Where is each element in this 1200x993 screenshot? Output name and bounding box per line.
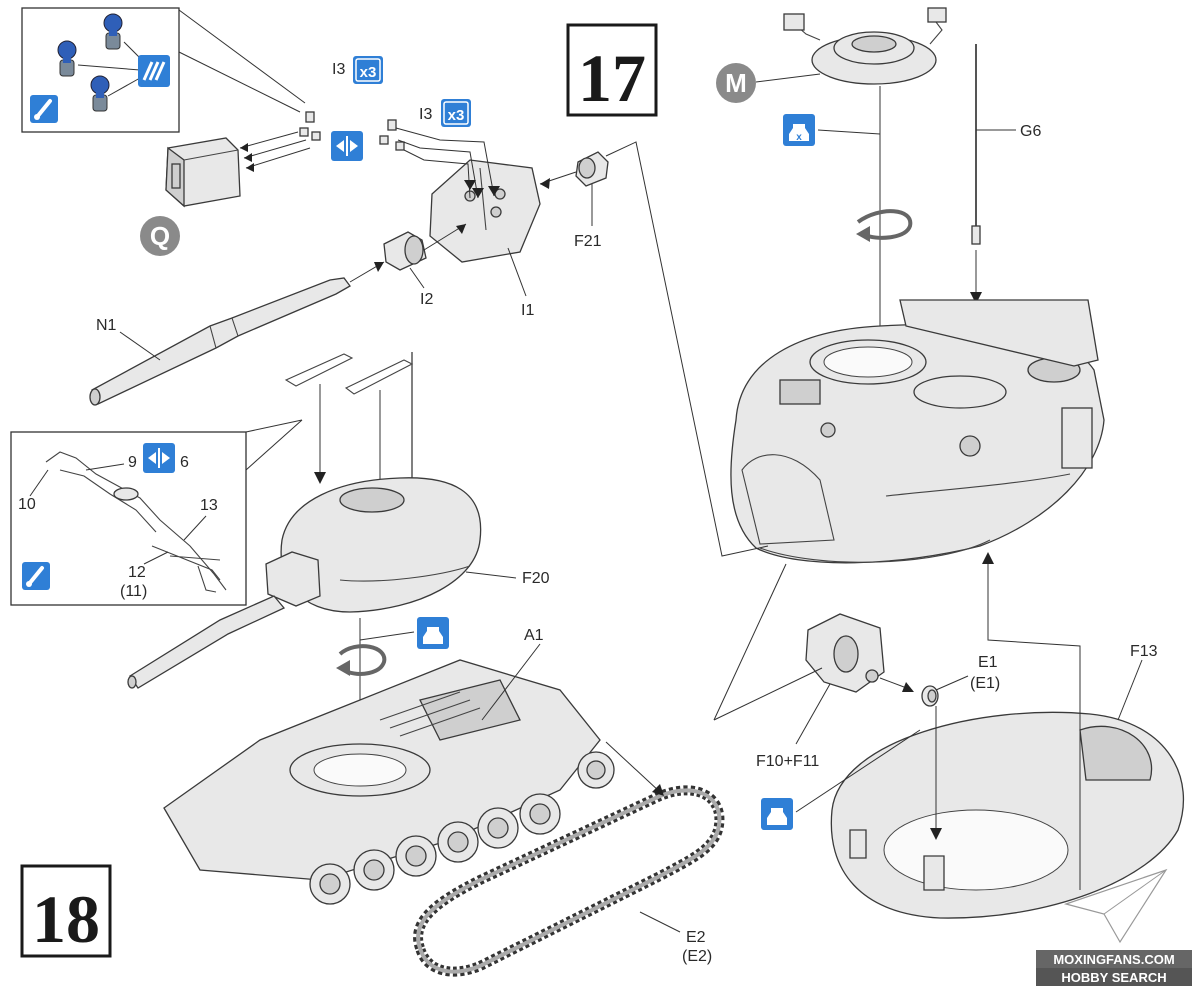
turret-body [730,299,1105,564]
part-a1-hull [163,659,601,881]
part-m-cupola [783,7,947,85]
label-e1: E1 [978,654,998,671]
circle-q-letter: Q [150,221,170,251]
label-inset-10: 10 [18,496,36,513]
label-g6: G6 [1020,123,1041,140]
part-i3-small [299,111,405,151]
part-e1 [921,685,939,707]
label-n1: N1 [96,317,117,334]
watermark-line1: MOXINGFANS.COM [1053,952,1174,967]
step-17-number: 17 [578,40,646,116]
part-q-mantlet [165,137,241,208]
label-f20: F20 [522,570,550,587]
road-wheels [309,751,615,905]
glue-icon: x [783,114,815,146]
label-a1: A1 [524,627,544,644]
inset-mg-parts: 9 6 10 13 12 (11) [10,419,303,606]
label-e2-alt: (E2) [682,948,712,965]
circle-m: M [716,63,756,103]
arrows-to-q [239,131,311,172]
label-f21: F21 [574,233,602,250]
part-g6-antenna [971,44,981,245]
part-f21 [575,151,609,187]
circle-q: Q [140,216,180,256]
label-inset-11: (11) [120,583,147,600]
step-18-number: 18 [32,881,100,957]
times3-icon: x3 [353,56,383,84]
step-17-box: 17 [566,23,658,117]
rotate-arrow [856,209,913,242]
part-f20-turret [127,477,482,689]
periscope-part-icon [57,40,77,77]
label-f10-f11: F10+F11 [756,753,819,770]
label-inset-13: 13 [200,497,218,514]
watermark: MOXINGFANS.COM HOBBY SEARCH [1036,868,1192,986]
times3-text: x3 [360,64,377,81]
label-i3-top: I3 [332,61,345,78]
glue-icon [761,798,793,830]
periscope-part-icon [103,13,123,50]
label-f13: F13 [1130,643,1158,660]
periscope-part-icon [90,75,110,112]
part-f10-f11 [805,613,885,693]
part-f13-base [830,711,1185,919]
paint-brush-icon [30,95,58,123]
watermark-line2: HOBBY SEARCH [1061,970,1166,985]
times3-text: x3 [448,107,465,124]
label-e2: E2 [686,929,706,946]
step-18-box: 18 [20,864,112,958]
part-e2-track [413,785,725,977]
label-i3-mid: I3 [419,106,432,123]
mirror-parts-icon [143,443,175,473]
mg-parts [284,352,414,480]
label-e1-alt: (E1) [970,675,1000,692]
part-n1-barrel [89,277,351,406]
label-inset-12: 12 [128,564,146,581]
label-inset-6: 6 [180,454,189,471]
label-i2: I2 [420,291,433,308]
paint-brush-icon [22,562,50,590]
paint-stripes-icon [138,55,170,87]
times3-icon: x3 [441,99,471,127]
inset-periscopes [21,7,306,133]
glue-x: x [796,132,802,143]
glue-icon [417,617,449,649]
part-i1-mantlet [429,159,541,263]
mirror-parts-icon [331,131,363,161]
circle-m-letter: M [725,68,747,98]
rotate-arrow [336,644,387,676]
part-i2-ring [383,231,427,271]
label-i1: I1 [521,302,534,319]
label-inset-9: 9 [128,454,137,471]
